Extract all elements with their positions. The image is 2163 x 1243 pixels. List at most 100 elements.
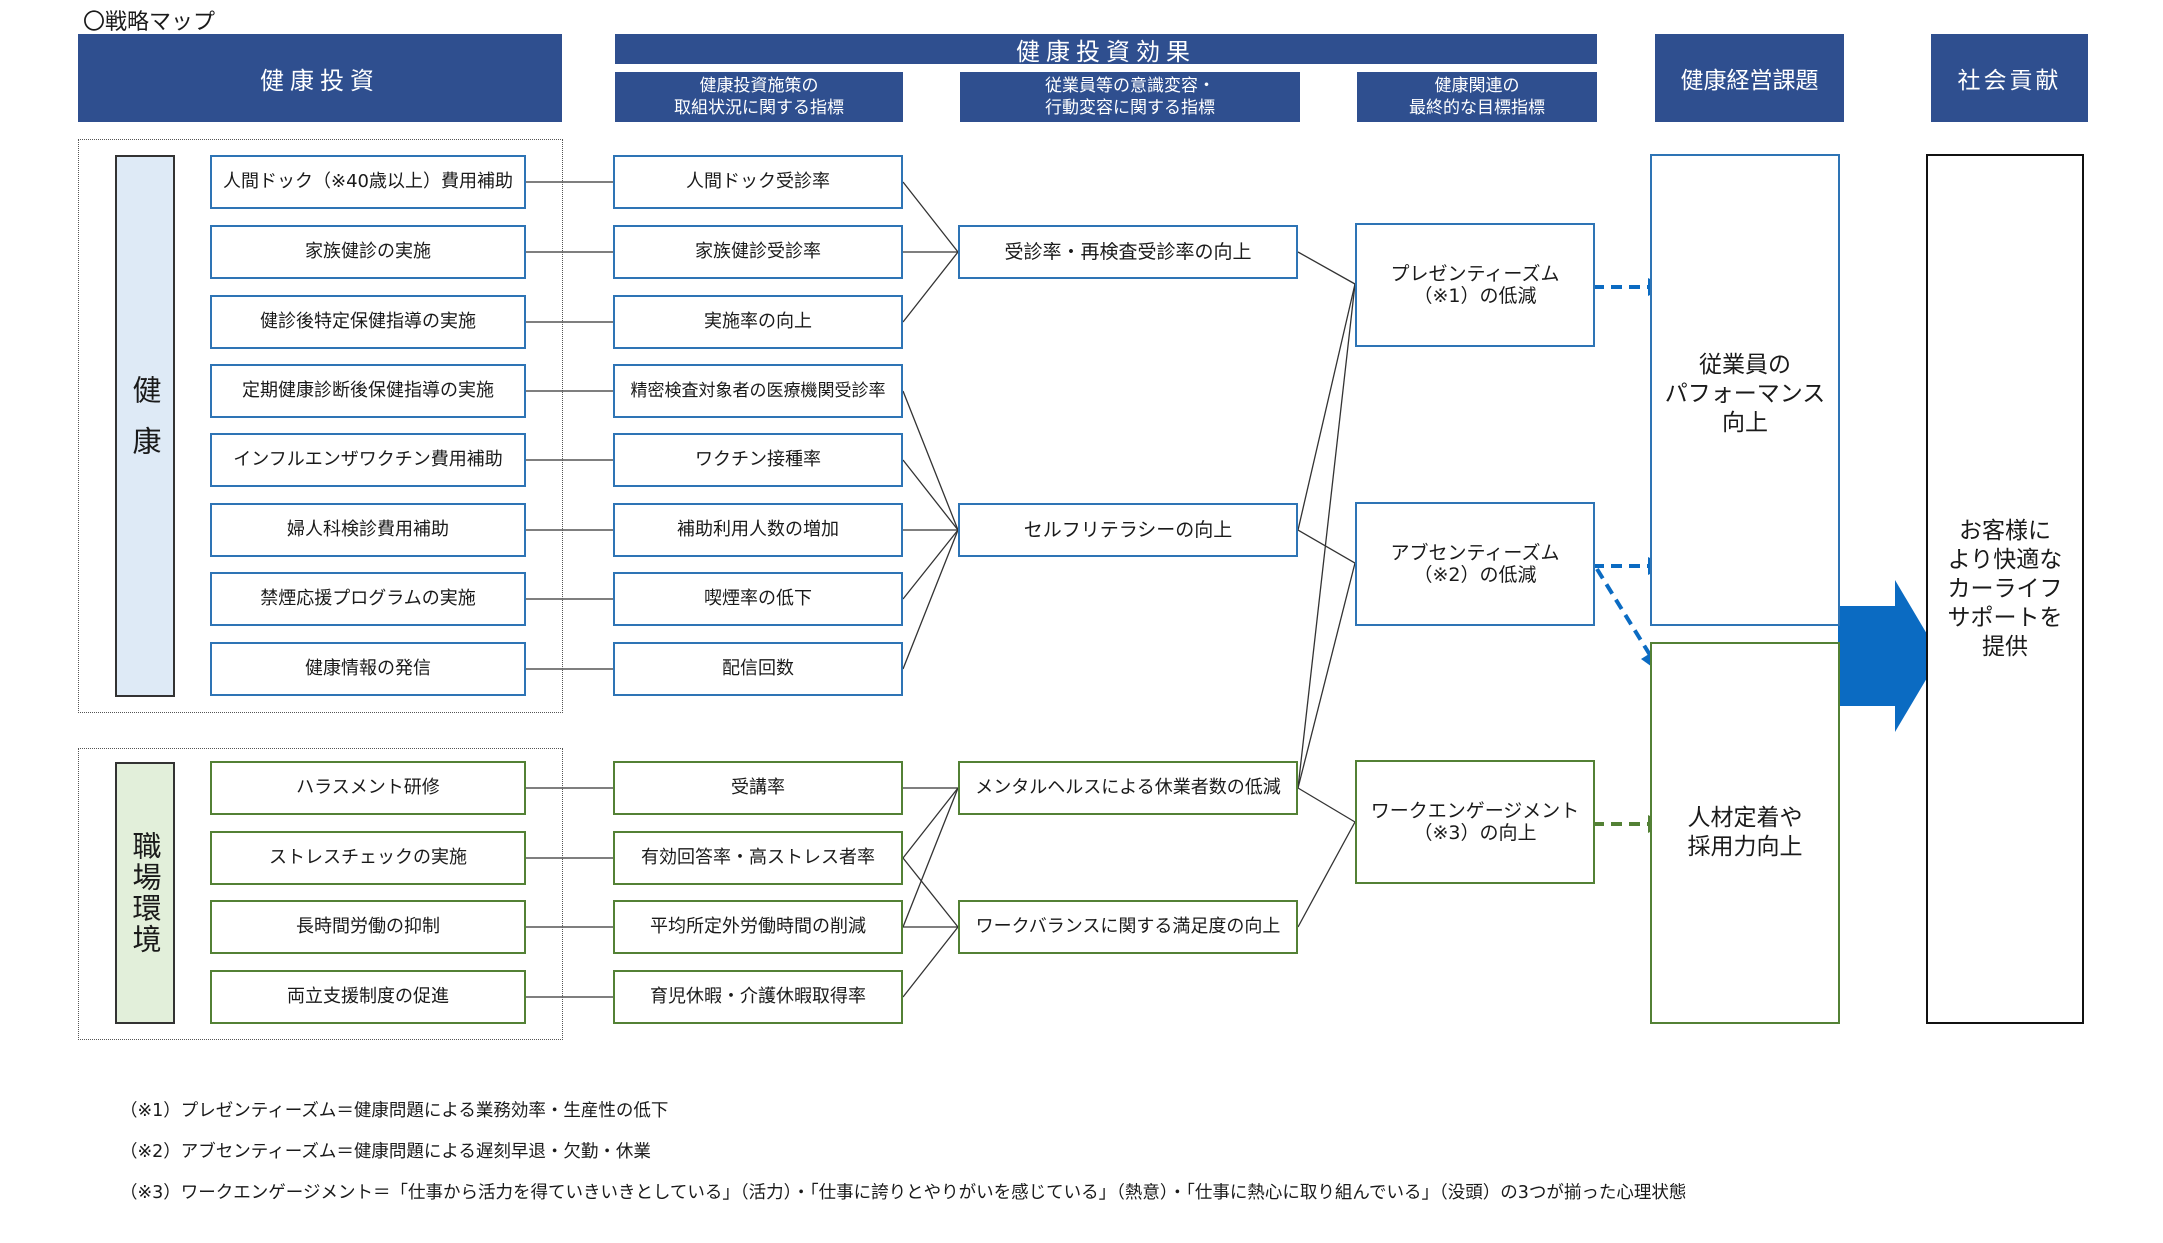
behavior-label: メンタルヘルスによる休業者数の低減 [975,777,1281,798]
measure-label: ハラスメント研修 [296,777,440,798]
measure-box: インフルエンザワクチン費用補助 [210,433,526,487]
indicator-label: 補助利用人数の増加 [677,519,839,540]
header-investment: 健康投資 [78,34,562,122]
measure-label: 両立支援制度の促進 [287,986,449,1007]
header-effect-sub-goals: 健康関連の 最終的な目標指標 [1357,72,1597,122]
issue-label: 従業員の パフォーマンス 向上 [1664,352,1826,436]
page-title: 〇戦略マップ [83,10,216,35]
measure-label: 人間ドック（※40歳以上）費用補助 [223,171,513,192]
measure-label: 長時間労働の抑制 [296,916,440,937]
outcome-box: プレゼンティーズム （※1）の低減 [1355,223,1595,347]
measure-label: ストレスチェックの実施 [269,847,467,868]
connector [902,390,959,531]
indicator-label: 精密検査対象者の医療機関受診率 [630,381,886,401]
header-contribution: 社会貢献 [1931,34,2088,122]
connector [902,926,959,998]
indicator-label: 配信回数 [722,658,794,679]
indicator-box: ワクチン接種率 [613,433,903,487]
measure-box: 人間ドック（※40歳以上）費用補助 [210,155,526,209]
indicator-label: 受講率 [731,777,785,798]
indicator-label: 人間ドック受診率 [686,171,830,192]
issue-label: 人材定着や 採用力向上 [1687,805,1803,860]
outcome-label: ワークエンゲージメント （※3）の向上 [1370,800,1580,844]
connector [902,251,959,323]
connector [902,459,959,531]
measure-label: 定期健康診断後保健指導の実施 [242,380,494,401]
connector [902,857,959,928]
outcome-box: ワークエンゲージメント （※3）の向上 [1355,760,1595,884]
indicator-box: 補助利用人数の増加 [613,503,903,557]
behavior-label: セルフリテラシーの向上 [1023,519,1233,541]
measure-box: 禁煙応援プログラムの実施 [210,572,526,626]
connector [1297,787,1356,823]
measure-box: 両立支援制度の促進 [210,970,526,1024]
health-group-frame [78,139,563,713]
outcome-box: アブセンティーズム （※2）の低減 [1355,502,1595,626]
dashed-arrow [1595,567,1652,657]
indicator-label: 育児休暇・介護休暇取得率 [650,986,866,1007]
outcome-label: アブセンティーズム （※2）の低減 [1390,542,1560,586]
footnote-2: （※2）アブセンティーズム＝健康問題による遅刻早退・欠勤・休業 [120,1142,651,1162]
group-label-workplace: 職場環境 [115,762,175,1024]
indicator-label: 実施率の向上 [704,311,812,332]
block-arrow [1838,580,1940,732]
indicator-box: 家族健診受診率 [613,225,903,279]
connector [902,529,959,600]
connector [1297,821,1356,928]
measure-label: 健診後特定保健指導の実施 [260,311,476,332]
indicator-box: 配信回数 [613,642,903,696]
measure-box: 婦人科検診費用補助 [210,503,526,557]
measure-box: 家族健診の実施 [210,225,526,279]
measure-box: 定期健康診断後保健指導の実施 [210,364,526,418]
header-effect-sub-initiatives: 健康投資施策の 取組状況に関する指標 [615,72,903,122]
footnote-1: （※1）プレゼンティーズム＝健康問題による業務効率・生産性の低下 [120,1101,669,1121]
indicator-box: 喫煙率の低下 [613,572,903,626]
outcome-label: プレゼンティーズム （※1）の低減 [1390,263,1560,307]
measure-box: ハラスメント研修 [210,761,526,815]
measure-box: 健診後特定保健指導の実施 [210,295,526,349]
indicator-box: 精密検査対象者の医療機関受診率 [613,364,903,418]
indicator-label: 平均所定外労働時間の削減 [650,916,866,937]
indicator-label: ワクチン接種率 [695,449,821,470]
connector [1297,562,1356,789]
measure-label: 健康情報の発信 [305,658,431,679]
behavior-label: ワークバランスに関する満足度の向上 [975,916,1281,937]
indicator-label: 喫煙率の低下 [704,588,812,609]
connector [1297,283,1356,789]
indicator-box: 受講率 [613,761,903,815]
behavior-box: セルフリテラシーの向上 [958,503,1298,557]
issue-box-performance: 従業員の パフォーマンス 向上 [1650,154,1840,626]
group-label-health: 健康 [115,155,175,697]
header-effect-sub-behavior: 従業員等の意識変容・ 行動変容に関する指標 [960,72,1300,122]
header-effect: 健康投資効果 [615,34,1597,66]
behavior-label: 受診率・再検査受診率の向上 [1004,241,1252,263]
connector [1297,529,1356,564]
behavior-box: ワークバランスに関する満足度の向上 [958,900,1298,954]
connector [902,787,959,928]
group-label-health-text: 健康 [128,375,162,477]
group-label-workplace-text: 職場環境 [128,831,162,955]
workplace-group-frame [78,748,563,1040]
issue-box-retention: 人材定着や 採用力向上 [1650,642,1840,1024]
header-issues: 健康経営課題 [1655,34,1844,122]
connector [902,181,959,253]
measure-label: インフルエンザワクチン費用補助 [233,449,503,470]
connector [902,529,959,670]
measure-label: 禁煙応援プログラムの実施 [260,588,476,609]
behavior-box: 受診率・再検査受診率の向上 [958,225,1298,279]
contribution-box: お客様に より快適な カーライフ サポートを 提供 [1926,154,2084,1024]
indicator-label: 家族健診受診率 [695,241,821,262]
footnote-3: （※3）ワークエンゲージメント＝「仕事から活力を得ていきいきとしている」（活力）… [120,1183,1687,1203]
indicator-box: 育児休暇・介護休暇取得率 [613,970,903,1024]
measure-label: 婦人科検診費用補助 [287,519,449,540]
behavior-box: メンタルヘルスによる休業者数の低減 [958,761,1298,815]
connector [902,787,959,859]
measure-box: 健康情報の発信 [210,642,526,696]
measure-box: ストレスチェックの実施 [210,831,526,885]
measure-box: 長時間労働の抑制 [210,900,526,954]
indicator-box: 実施率の向上 [613,295,903,349]
measure-label: 家族健診の実施 [305,241,431,262]
indicator-box: 人間ドック受診率 [613,155,903,209]
connector [1297,251,1356,285]
indicator-label: 有効回答率・高ストレス者率 [641,847,875,868]
